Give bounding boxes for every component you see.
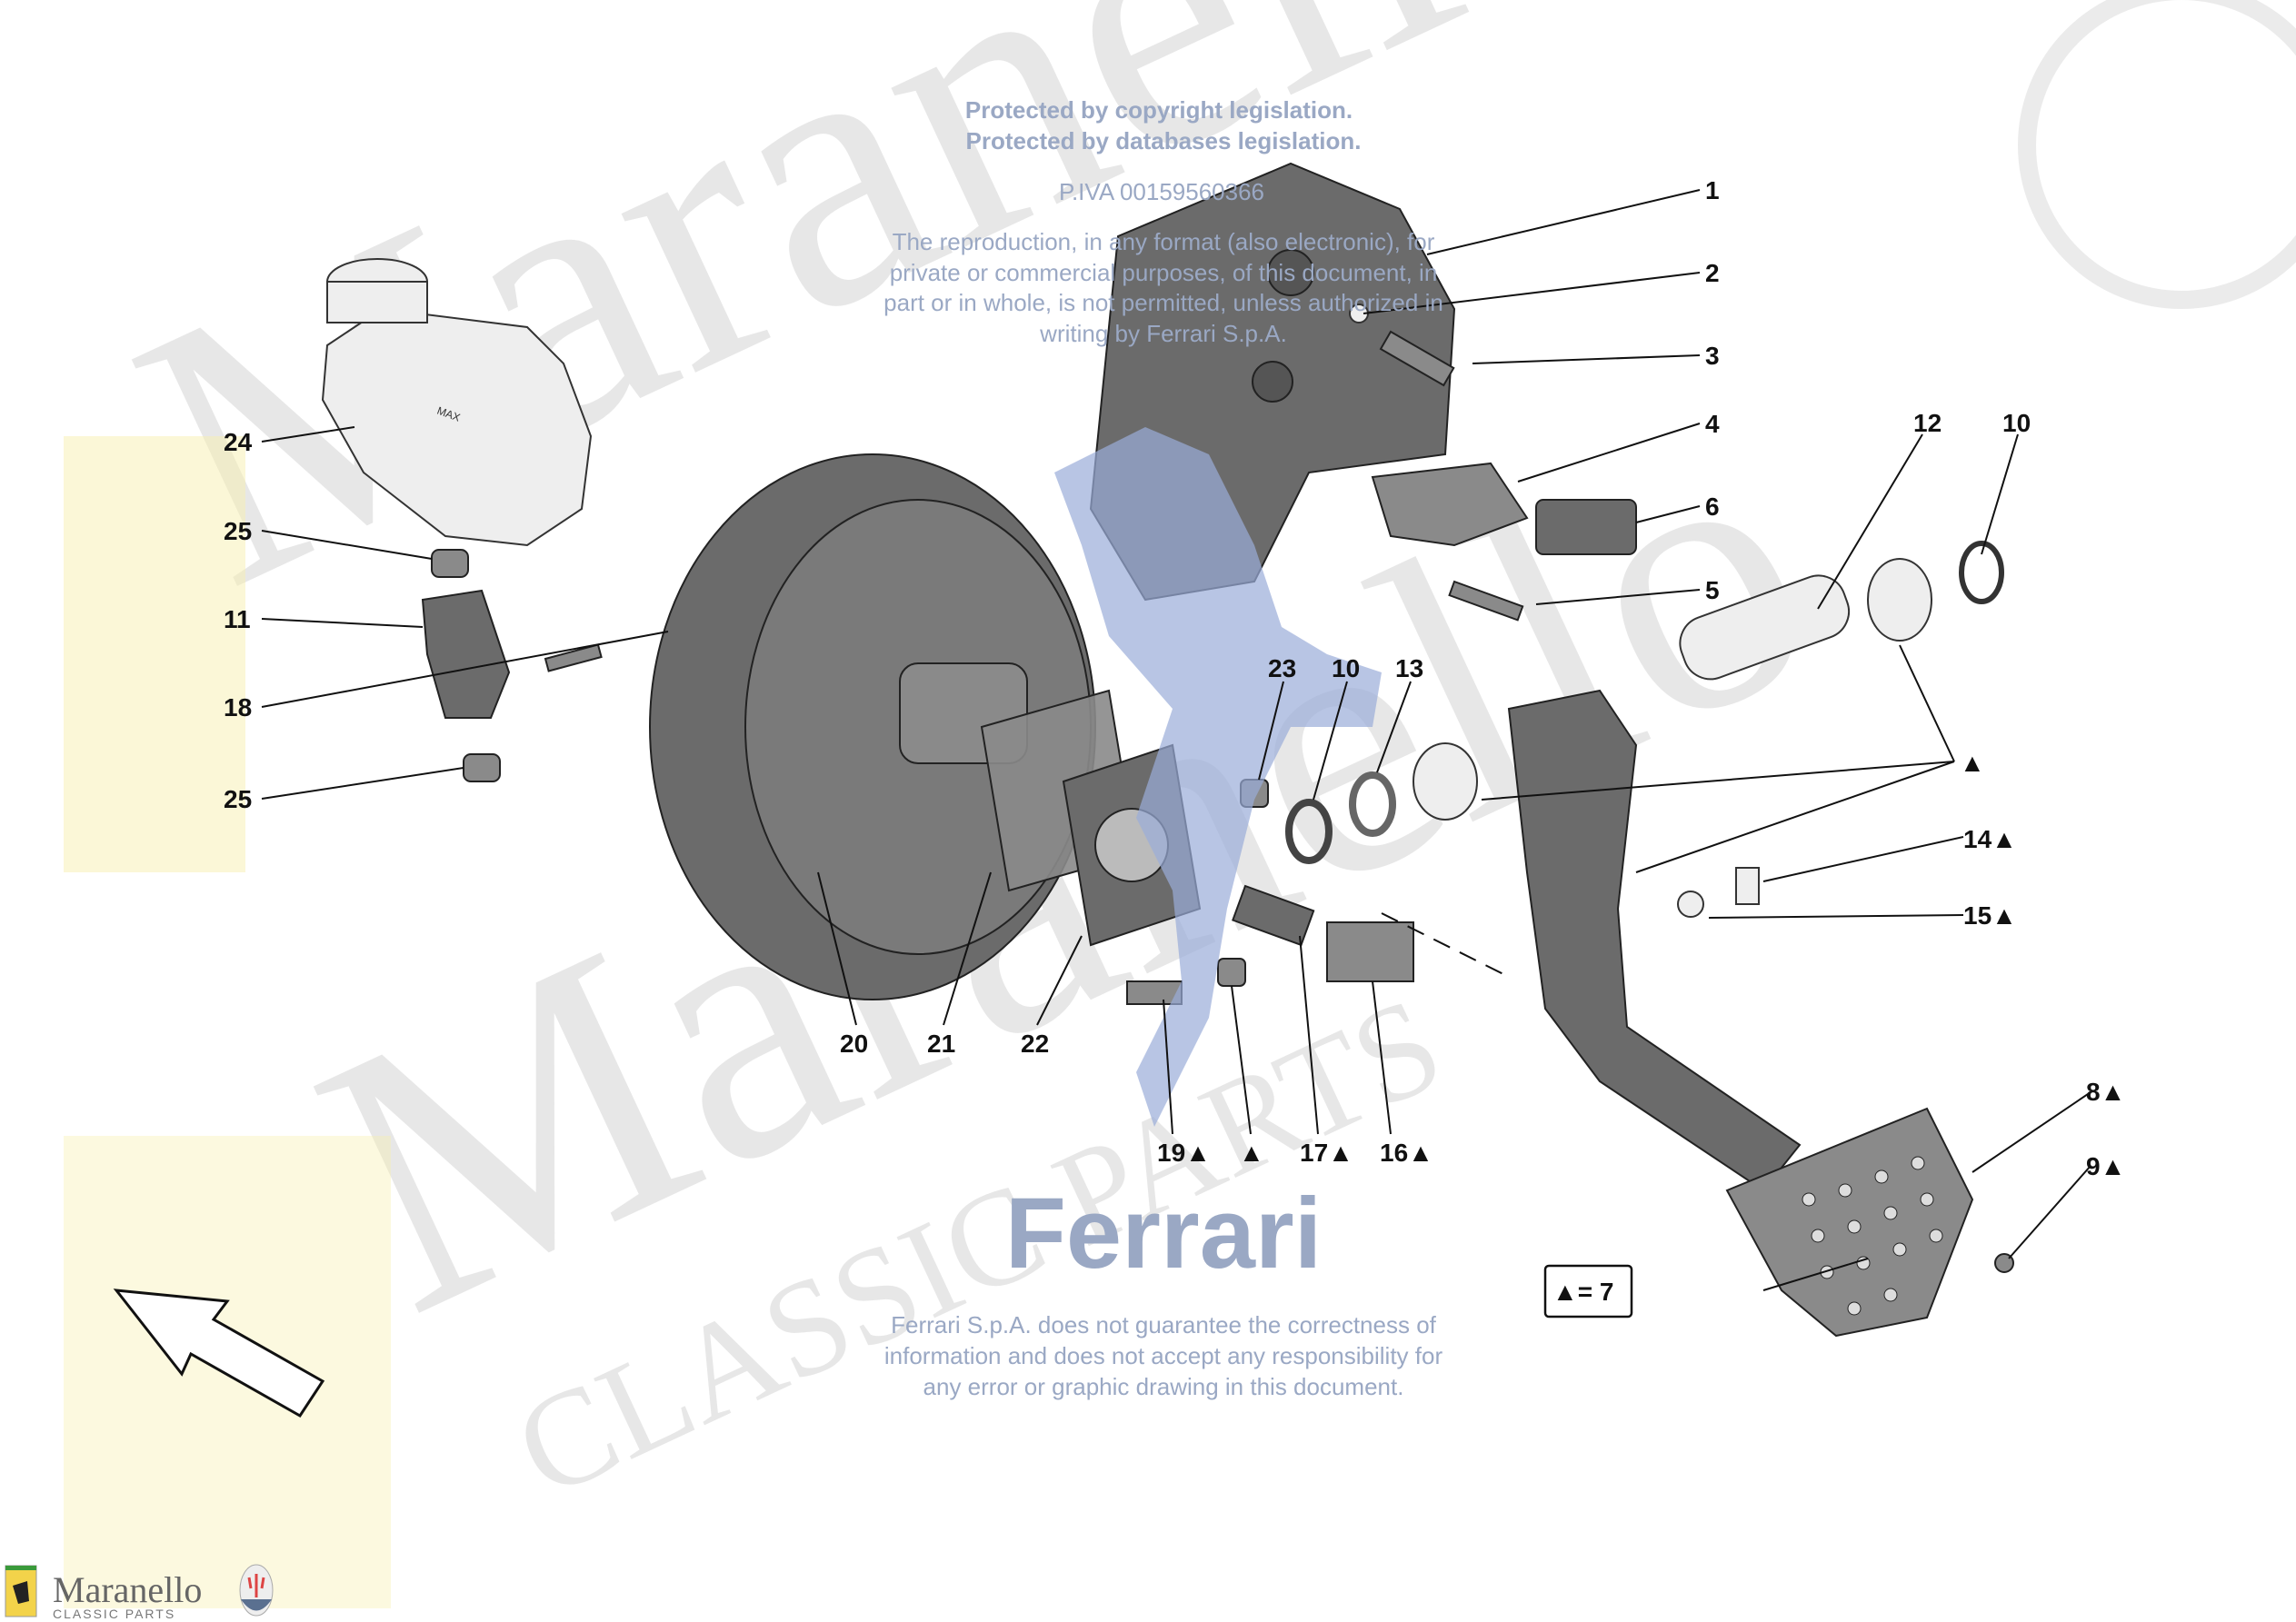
label-18: 18 [224, 693, 252, 721]
label-25: 25 [224, 517, 252, 545]
label-10: 10 [2002, 409, 2031, 437]
repro-line: private or commercial purposes, of this … [890, 259, 1438, 286]
pedal-pivot-tube [1679, 574, 1851, 681]
label-25: 25 [224, 785, 252, 813]
disclaimer-line: any error or graphic drawing in this doc… [923, 1373, 1404, 1400]
direction-arrow [113, 1289, 325, 1418]
legend-box [1543, 1264, 1633, 1318]
label-6: 6 [1705, 493, 1720, 521]
label-24: 24 [224, 428, 253, 456]
label-23: 23 [1268, 654, 1296, 682]
label-10: 10 [1332, 654, 1360, 682]
label-17: 17▲ [1300, 1139, 1353, 1167]
disclaimer-line: Ferrari S.p.A. does not guarantee the co… [891, 1311, 1437, 1338]
label-triangle: ▲ [1239, 1139, 1264, 1167]
pedal-sensor [1535, 499, 1637, 555]
repro-line: writing by Ferrari S.p.A. [1039, 320, 1287, 347]
leader-lines [261, 189, 2091, 1291]
logo-sub: CLASSIC PARTS [53, 1607, 175, 1621]
label-3: 3 [1705, 342, 1720, 370]
label-8: 8▲ [2086, 1078, 2125, 1106]
switch-plate [1326, 921, 1414, 982]
label-19: 19▲ [1157, 1139, 1211, 1167]
label-21: 21 [927, 1030, 955, 1058]
legend-text: ▲= 7 [1552, 1278, 1613, 1306]
label-2: 2 [1705, 259, 1720, 287]
label-22: 22 [1021, 1030, 1049, 1058]
label-20: 20 [840, 1030, 868, 1058]
switch-bracket [1371, 462, 1529, 547]
brake-fluid-reservoir [321, 307, 593, 547]
piva-text: P.IVA 00159560366 [1059, 178, 1264, 205]
disclaimer-line: information and does not accept any resp… [884, 1342, 1443, 1369]
label-14: 14▲ [1963, 825, 2017, 853]
ferrari-horse-watermark [1054, 427, 1382, 1127]
reservoir-connector [421, 589, 511, 719]
label-triangle: ▲ [1960, 749, 1985, 777]
label-13: 13 [1395, 654, 1423, 682]
label-4: 4 [1705, 410, 1720, 438]
label-15: 15▲ [1963, 901, 2017, 930]
logo-name: Maranello [53, 1569, 202, 1610]
copyright-watermark: Protected by copyright legislation. Prot… [883, 96, 1443, 1400]
label-5: 5 [1705, 576, 1720, 604]
label-12: 12 [1913, 409, 1942, 437]
brake-pedal-arm [1507, 689, 1802, 1192]
label-16: 16▲ [1380, 1139, 1433, 1167]
label-11: 11 [224, 605, 251, 633]
maranello-logo: Maranello CLASSIC PARTS [5, 1564, 274, 1621]
ferrari-wordmark: Ferrari [1005, 1178, 1323, 1289]
copyright-line2: Protected by databases legislation. [966, 127, 1362, 154]
label-1: 1 [1705, 176, 1720, 204]
label-9: 9▲ [2086, 1152, 2125, 1180]
repro-line: part or in whole, is not permitted, unle… [883, 289, 1443, 316]
repro-line: The reproduction, in any format (also el… [893, 228, 1435, 255]
copyright-line1: Protected by copyright legislation. [965, 96, 1353, 124]
